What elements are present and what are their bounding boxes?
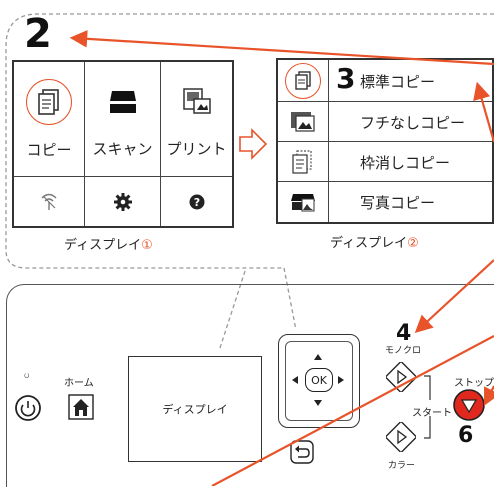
home-label: ホーム bbox=[64, 378, 94, 389]
back-icon[interactable] bbox=[290, 440, 314, 464]
scan-label: スキャン bbox=[92, 139, 153, 158]
down-arrow-icon[interactable] bbox=[314, 400, 322, 406]
display-screen-label: ディスプレイ bbox=[162, 403, 228, 416]
settings-icon bbox=[113, 192, 132, 211]
step-3-label: 3 bbox=[336, 62, 356, 95]
color-label: カラー bbox=[388, 461, 416, 471]
copy-button[interactable]: コピー bbox=[14, 62, 84, 176]
start-bracket bbox=[424, 375, 431, 439]
menu-item-standard-copy[interactable]: 標準コピー bbox=[360, 73, 436, 91]
power-icon[interactable] bbox=[14, 394, 42, 422]
copy-label: コピー bbox=[26, 140, 72, 159]
menu-item-photo-copy[interactable]: 写真コピー bbox=[360, 194, 436, 212]
ok-button[interactable]: OK bbox=[305, 368, 333, 392]
help-icon: ? bbox=[189, 194, 204, 209]
borderless-copy-icon bbox=[278, 102, 328, 141]
menu-item-frame-erase-copy[interactable]: 枠消しコピー bbox=[360, 154, 451, 172]
copy-icon bbox=[26, 78, 72, 125]
stop-label: ストップ bbox=[454, 378, 494, 389]
settings-button[interactable] bbox=[85, 177, 160, 226]
display-2-caption-num: ② bbox=[407, 236, 419, 251]
display-2-caption: ディスプレイ② bbox=[330, 232, 419, 251]
display-1-panel: コピー スキャン プリント bbox=[12, 60, 234, 228]
color-start-button[interactable] bbox=[386, 422, 416, 452]
arrow-right-icon bbox=[239, 128, 268, 160]
print-button[interactable]: プリント bbox=[161, 62, 232, 176]
ok-label: OK bbox=[311, 373, 327, 387]
operation-panel bbox=[6, 284, 494, 487]
display-screen: ディスプレイ bbox=[128, 356, 262, 462]
standard-copy-icon bbox=[285, 62, 321, 99]
power-indicator: ပ bbox=[24, 370, 30, 381]
print-label: プリント bbox=[166, 139, 227, 158]
svg-text:?: ? bbox=[193, 196, 199, 209]
scan-icon bbox=[101, 80, 145, 124]
display-1-caption-text: ディスプレイ bbox=[64, 238, 142, 253]
wireless-icon bbox=[41, 193, 57, 210]
menu-item-borderless-copy[interactable]: フチなしコピー bbox=[360, 114, 466, 132]
print-icon bbox=[175, 80, 219, 124]
left-arrow-icon[interactable] bbox=[292, 376, 298, 384]
wireless-button[interactable] bbox=[14, 177, 84, 226]
display-2-panel: 3 標準コピー フチなしコピー 枠消しコピー bbox=[276, 58, 494, 224]
mono-label: モノクロ bbox=[385, 346, 422, 356]
step-2-label: 2 bbox=[24, 11, 52, 57]
step-6-label: 6 bbox=[458, 423, 474, 448]
stop-button[interactable] bbox=[452, 388, 486, 422]
display-2-caption-text: ディスプレイ bbox=[330, 236, 408, 251]
home-icon[interactable] bbox=[68, 394, 94, 420]
display-1-caption: ディスプレイ① bbox=[64, 234, 153, 253]
mono-start-button[interactable] bbox=[386, 362, 416, 392]
standard-copy-icon-cell bbox=[278, 60, 328, 101]
up-arrow-icon[interactable] bbox=[314, 354, 322, 360]
right-arrow-icon[interactable] bbox=[338, 376, 344, 384]
frame-erase-copy-icon bbox=[278, 142, 328, 181]
scan-button[interactable]: スキャン bbox=[85, 62, 160, 176]
display-1-caption-num: ① bbox=[141, 238, 153, 253]
help-button[interactable]: ? bbox=[161, 177, 232, 226]
photo-copy-icon bbox=[278, 182, 328, 222]
